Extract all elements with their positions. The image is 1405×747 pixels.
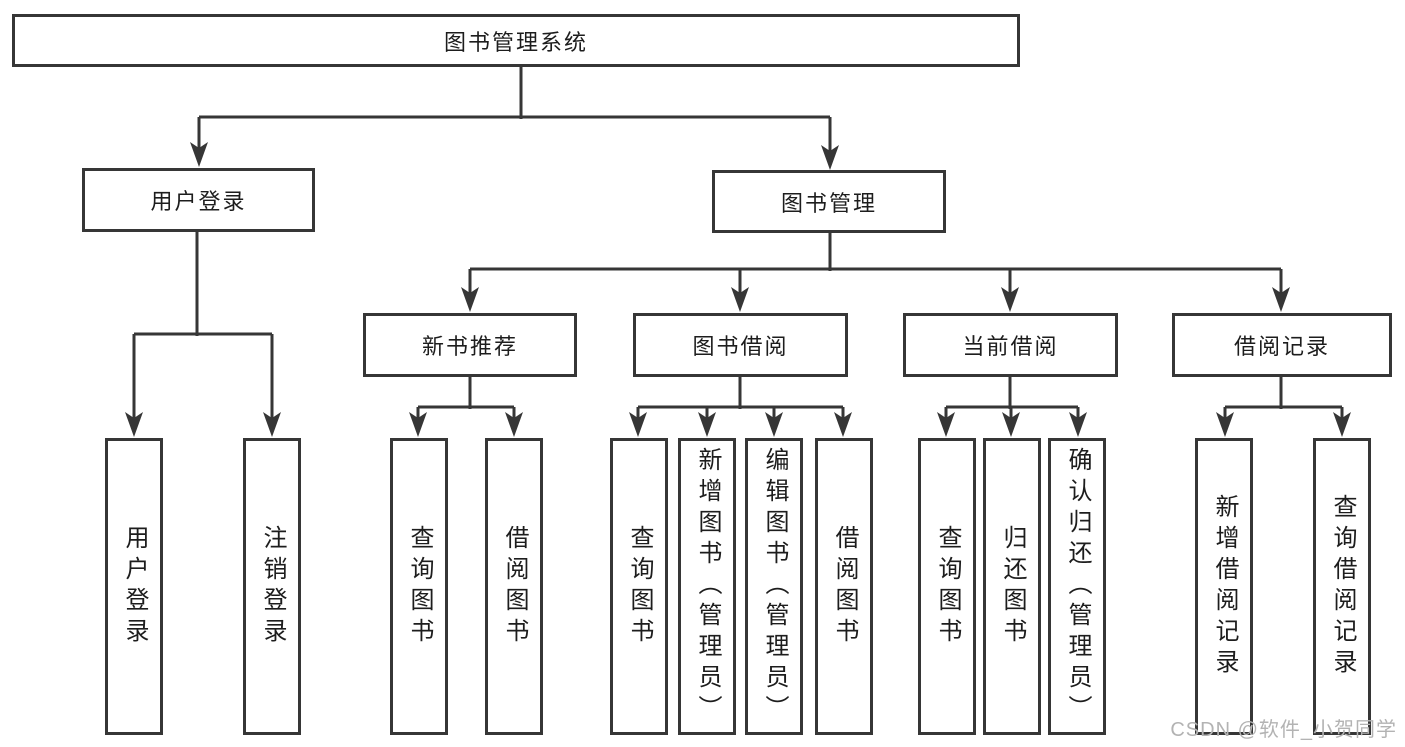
node-borrow-records-label: 借阅记录 [1233,334,1330,359]
leaf-logout-label: 注销登录 [259,524,286,649]
leaf-query-borrow-record: 查询借阅记录 [1313,438,1371,735]
leaf-recommend-borrow-book: 借阅图书 [485,438,543,735]
leaf-edit-book-admin: 编辑图书（管理员） [745,438,803,735]
node-book-borrow: 图书借阅 [633,313,848,377]
node-borrow-records: 借阅记录 [1172,313,1392,377]
node-library-system: 图书管理系统 [12,14,1020,67]
leaf-return-book: 归还图书 [983,438,1041,735]
leaf-borrow-book-label: 借阅图书 [831,524,858,649]
node-book-management-branch-label: 图书管理 [780,190,877,216]
leaf-query-borrow-record-label: 查询借阅记录 [1329,493,1356,680]
leaf-current-query-book: 查询图书 [918,438,976,735]
leaf-logout: 注销登录 [243,438,301,735]
node-user-login-branch: 用户登录 [82,168,315,232]
node-library-system-label: 图书管理系统 [443,29,588,55]
node-new-book-recommend: 新书推荐 [363,313,577,377]
leaf-add-borrow-record: 新增借阅记录 [1195,438,1253,735]
node-current-borrow: 当前借阅 [903,313,1118,377]
node-new-book-recommend-label: 新书推荐 [421,334,518,359]
leaf-edit-book-admin-label: 编辑图书（管理员） [761,447,788,726]
leaf-confirm-return-admin-label: 确认归还（管理员） [1064,447,1091,726]
leaf-user-login-label: 用户登录 [121,524,148,649]
leaf-add-book-admin-label: 新增图书（管理员） [694,447,721,726]
leaf-recommend-query-book-label: 查询图书 [406,524,433,649]
csdn-watermark: CSDN @软件_小贺同学 [1170,719,1397,741]
leaf-recommend-borrow-book-label: 借阅图书 [501,524,528,649]
leaf-borrow-book: 借阅图书 [815,438,873,735]
leaf-add-borrow-record-label: 新增借阅记录 [1211,493,1238,680]
leaf-current-query-book-label: 查询图书 [934,524,961,649]
node-user-login-branch-label: 用户登录 [150,189,247,214]
node-book-borrow-label: 图书借阅 [692,334,789,359]
node-book-management-branch: 图书管理 [712,170,946,233]
leaf-borrow-query-book: 查询图书 [610,438,668,735]
leaf-add-book-admin: 新增图书（管理员） [678,438,736,735]
leaf-borrow-query-book-label: 查询图书 [626,524,653,649]
leaf-recommend-query-book: 查询图书 [390,438,448,735]
leaf-user-login: 用户登录 [105,438,163,735]
leaf-return-book-label: 归还图书 [999,524,1026,649]
leaf-confirm-return-admin: 确认归还（管理员） [1048,438,1106,735]
node-current-borrow-label: 当前借阅 [962,334,1059,359]
